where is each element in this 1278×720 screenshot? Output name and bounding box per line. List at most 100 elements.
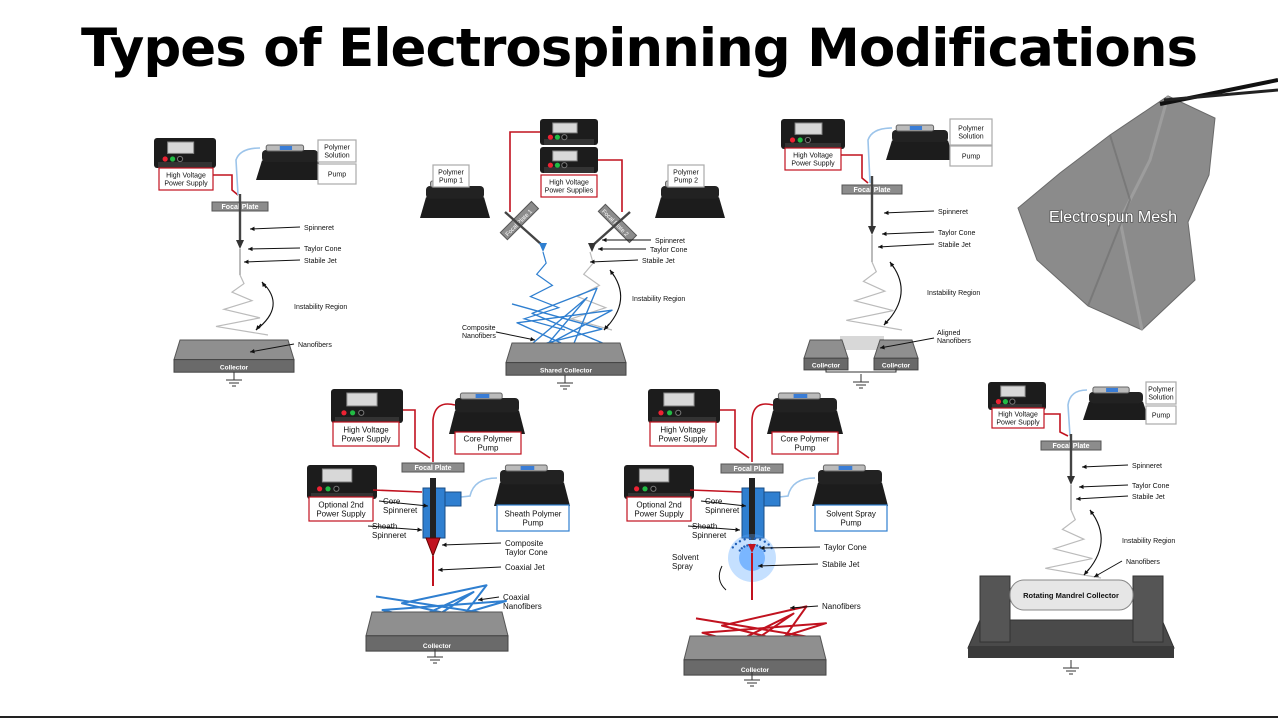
p2-instability-arrow-end-head	[604, 325, 609, 330]
p1-whip	[215, 274, 269, 336]
p3-polymer-label-box	[949, 118, 993, 146]
p4-hv-supply-screen	[346, 392, 378, 407]
p2-focal-plate-1	[499, 200, 540, 241]
p5-opt-supply-knob-black	[650, 485, 657, 492]
p2-red-wire-right	[598, 159, 623, 212]
p4-opt-wire	[372, 489, 423, 493]
p6-instability-arrow-end-head	[1084, 570, 1089, 575]
p5-red-wire	[720, 409, 750, 459]
p4-collector-front	[365, 635, 509, 652]
p2-composite-arrow	[495, 331, 536, 341]
p3-hv-supply-knob-green	[797, 137, 803, 143]
p6-pump-top	[1089, 392, 1143, 404]
p6-jet-label: Stabile Jet	[1132, 494, 1165, 501]
p5-opt-supply-screen	[638, 468, 670, 483]
p1-instability-arrow-start-head	[262, 282, 267, 287]
p4-sheath-spin-arrow	[367, 525, 423, 531]
p4-core-needle	[430, 478, 436, 540]
p5-opt-wire	[689, 489, 743, 493]
p5-hv-supply-screen	[663, 392, 695, 407]
p3-instability-arrow-end-head	[884, 320, 889, 325]
p6-spinneret-arrow	[1081, 464, 1129, 468]
p6-hv-supply-knob-green	[1002, 399, 1009, 405]
p4-hv-label-box	[332, 421, 400, 447]
p2-hv-supply-bottom-knob-black	[561, 162, 568, 169]
p2-spinneret-2	[592, 211, 631, 246]
p1-pump	[256, 160, 324, 180]
p3-collector-right	[873, 339, 919, 359]
p5-hv-supply-base	[652, 417, 716, 423]
p6-nanofibers-arrow-head	[1094, 572, 1099, 577]
p3-taylor-arrow	[881, 231, 935, 235]
p4-core-spin-arrow-head	[423, 503, 428, 508]
p5-sheath-inlet	[763, 491, 781, 507]
p4-focal-plate-label: Focal Plate	[415, 465, 452, 472]
p5-collector	[683, 635, 827, 661]
p5-hv-supply-knob-black	[675, 409, 682, 416]
p4-composite-tc-arrow	[441, 542, 502, 546]
p5-hv-supply-knob-green	[667, 410, 673, 416]
p3-taylor-cone	[868, 226, 876, 235]
p1-taylor-cone	[236, 240, 244, 249]
p3-hv-supply-screen	[794, 122, 823, 135]
p5-spray-pump	[812, 482, 888, 506]
p5-spray-pump-top	[818, 470, 882, 485]
p5-core-pump-top	[773, 398, 837, 413]
p6-base-front	[968, 646, 1174, 658]
p3-spinneret-arrow-head	[884, 210, 889, 215]
p3-pump-label: Pump	[962, 153, 980, 160]
p6-pump-label: Pump	[1152, 412, 1170, 419]
p4-core-pump	[449, 410, 525, 434]
p1-pump-label-box	[317, 163, 357, 185]
p5-spray-pump-syringe-fluid	[838, 466, 853, 470]
p4-core-pump-top	[455, 398, 519, 413]
p4-hv-supply-base	[335, 417, 399, 423]
p1-pump-top	[262, 150, 318, 162]
p5-jet-arrow	[757, 563, 819, 567]
p1-nanofibers-arrow-head	[250, 349, 255, 354]
p6-spinneret-arrow-head	[1082, 464, 1087, 469]
p4-focal-plate	[401, 462, 465, 473]
p1-instability-arrow-end-head	[256, 325, 261, 330]
p1-spinneret-arrow	[249, 226, 301, 230]
p2-collector	[505, 342, 627, 364]
p5-sheath-spin-arrow-head	[735, 527, 740, 532]
p2-hv-supply-top-knob-red	[547, 134, 554, 140]
p1-taylor-label: Taylor Cone	[304, 246, 341, 253]
p6-nanofibers-arrow	[1093, 560, 1123, 578]
p6-jet-arrow-head	[1076, 496, 1081, 501]
p6-whip	[1045, 509, 1102, 579]
p6-hv-supply-knob-black	[1009, 398, 1016, 405]
p3-jet-arrow	[877, 243, 935, 248]
p2-hv-supply-top-screen	[552, 122, 578, 134]
p2-hv-supply-bottom-screen	[552, 150, 578, 162]
p5-hv-supply-knob-red	[658, 410, 664, 416]
p1-nanofibers-arrow	[249, 343, 295, 353]
p1-nanofibers-label: Nanofibers	[298, 342, 332, 349]
p3-instability-label: Instability Region	[927, 290, 980, 297]
p5-taylor-arrow-head	[760, 545, 765, 551]
p1-taylor-arrow-head	[248, 246, 253, 252]
p1-pump-label: Pump	[328, 171, 346, 178]
p5-jet-arrow-head	[758, 563, 763, 569]
p5-focal-plate-label: Focal Plate	[734, 466, 771, 473]
p3-aligned-arrow-head	[880, 345, 885, 350]
p6-pump-syringe-fluid	[1106, 388, 1118, 392]
p4-opt-supply-screen	[321, 468, 353, 483]
p4-coax-fibers-arrow-head	[478, 597, 483, 602]
p3-taylor-label: Taylor Cone	[938, 230, 975, 237]
p6-taylor-arrow-head	[1079, 484, 1084, 489]
p6-taylor-cone	[1067, 476, 1075, 485]
p6-hv-supply-knob-red	[995, 399, 1002, 405]
p5-collector-front	[683, 659, 827, 676]
p4-sheath-spin-arrow-head	[417, 527, 422, 532]
p2-hv-label-box	[540, 174, 598, 198]
